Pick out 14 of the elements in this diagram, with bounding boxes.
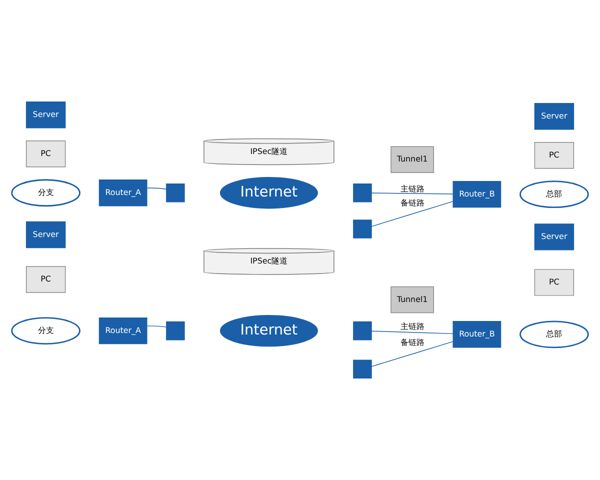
connector: [146, 188, 167, 190]
node-box: [353, 184, 372, 202]
connector: [371, 341, 454, 367]
node-box: [166, 321, 185, 340]
connector: [146, 326, 167, 328]
connector: [371, 330, 454, 334]
connector: [371, 201, 454, 227]
connector: [371, 192, 454, 194]
node-box: [353, 321, 372, 340]
node-ellipse: Internet: [220, 177, 318, 209]
node-ellipse: Internet: [220, 314, 318, 347]
node-box: [166, 184, 185, 202]
node-box: [353, 360, 372, 378]
node-box: [353, 220, 372, 238]
